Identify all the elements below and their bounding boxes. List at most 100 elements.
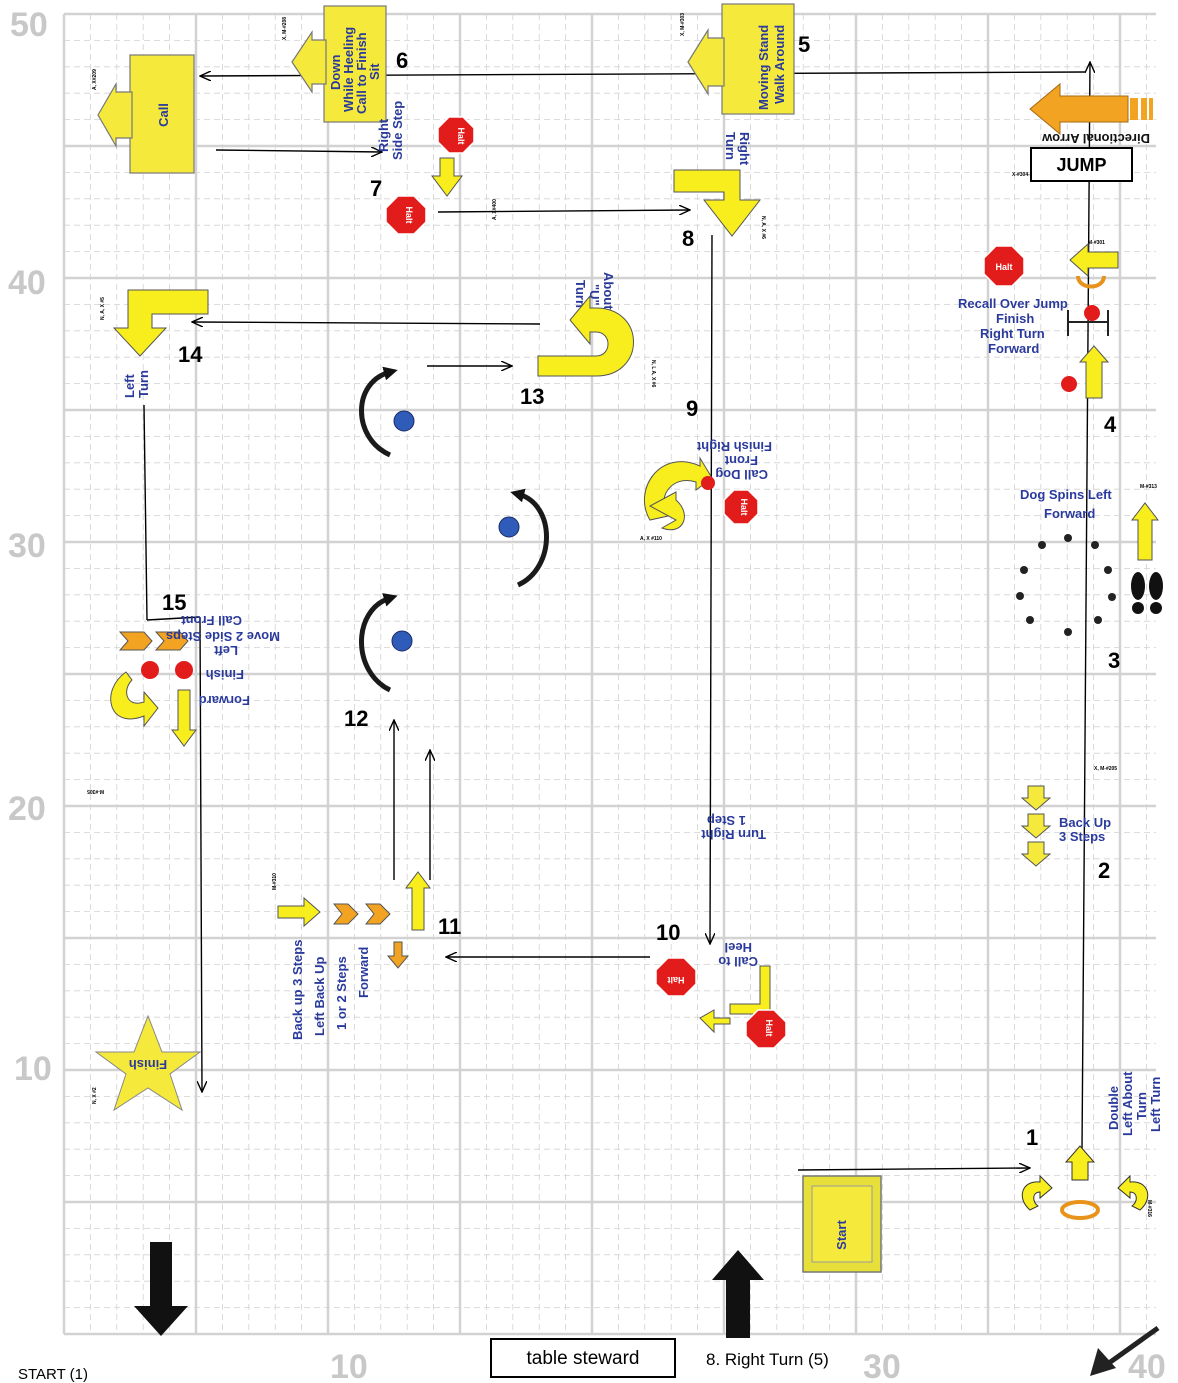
- station-14: 14 Left Turn N, A, X #5: [100, 289, 209, 398]
- about-turn-icon: [1060, 1200, 1100, 1220]
- station-label-line: Walk Around: [772, 25, 787, 104]
- svg-text:Halt: Halt: [739, 498, 749, 515]
- footprints-icon: [1131, 572, 1163, 614]
- station-label-line: Right: [737, 132, 752, 166]
- station-13: 13 About "U" Turn N, L A, X #6: [520, 272, 656, 409]
- station-15: 15 Forward Finish Left Move 2 Side Steps…: [87, 590, 280, 794]
- svg-text:N, A, X #6: N, A, X #6: [760, 216, 766, 239]
- directional-arrow-sign: Directional Arrow: [1029, 82, 1153, 146]
- right-turn-arrow-icon: [673, 169, 762, 237]
- start-sign: Start: [802, 1175, 882, 1273]
- cone-curve-icon: [359, 593, 398, 693]
- station-label-line: 1 Step: [707, 813, 746, 828]
- station-number: 9: [686, 396, 698, 421]
- station-label-line: Sit: [367, 63, 382, 80]
- station-number: 1: [1026, 1125, 1038, 1150]
- station-label-line: Left About: [1120, 1071, 1135, 1136]
- backup-arrows-icon: [1020, 785, 1052, 867]
- x-label-40: 40: [1128, 1348, 1166, 1380]
- station-12: 12: [344, 366, 549, 731]
- cone-curve-icon: [359, 366, 398, 458]
- backup-small-arrow-icon: [386, 941, 410, 969]
- step-chevron-icon: [332, 903, 359, 925]
- station-6: 6 Down While Heeling Call to Finish Sit …: [282, 5, 408, 123]
- forward-arrow-icon: [1078, 345, 1110, 399]
- forward-arrow-icon: [171, 689, 197, 747]
- svg-text:M-#305: M-#305: [87, 788, 104, 794]
- svg-text:M-#313: M-#313: [1140, 484, 1157, 490]
- svg-text:Halt: Halt: [764, 1019, 774, 1036]
- station-label-line: Call to: [718, 954, 758, 969]
- station-label-line: Back up 3 Steps: [290, 940, 305, 1040]
- station-label-line: Call Dog: [715, 467, 768, 482]
- finish-arrow-icon: [110, 671, 159, 728]
- reward-icon: [701, 476, 715, 490]
- jump-bar-icon: [1067, 310, 1109, 336]
- station-label-line: Finish: [206, 667, 244, 682]
- station-8: 8 Right Turn N, A, X #6: [673, 132, 766, 251]
- station-number: 3: [1108, 648, 1120, 673]
- station-label-line: Double: [1106, 1086, 1121, 1130]
- station-label-line: Turn: [136, 370, 151, 398]
- station-number: 14: [178, 342, 203, 367]
- halt-sign-icon: Halt: [723, 489, 759, 525]
- station-label-line: Forward: [356, 947, 371, 998]
- station-label-line: Left: [214, 643, 239, 658]
- svg-text:A, X #110: A, X #110: [640, 536, 662, 542]
- side-step-chevron-icon: [118, 631, 153, 651]
- station-label-line: Heel: [725, 940, 752, 955]
- y-label-10: 10: [14, 1050, 52, 1088]
- station-number: 5: [798, 32, 810, 57]
- station-label-line: Turn: [573, 280, 588, 308]
- reward-icon: [1061, 376, 1077, 392]
- station-label-line: Side Step: [390, 101, 405, 160]
- station-number: 13: [520, 384, 544, 409]
- course-grid: [62, 12, 1156, 1336]
- forward-arrow-icon: [405, 871, 431, 931]
- step-chevron-icon: [364, 903, 391, 925]
- svg-text:M-#316: M-#316: [1146, 1200, 1152, 1217]
- forward-arrow-icon: [1064, 1145, 1096, 1181]
- jump-sign: JUMP: [1030, 147, 1133, 182]
- cone-curve-icon: [510, 488, 549, 588]
- station-5: 5 Moving Stand Walk Around X, M-#303: [680, 3, 810, 115]
- y-label-20: 20: [8, 790, 46, 828]
- svg-text:Halt: Halt: [456, 127, 466, 144]
- u-turn-arrow-icon: [537, 294, 634, 377]
- station-label-line: Move 2 Side Steps: [166, 629, 280, 644]
- left-arrow-icon: [1069, 242, 1119, 278]
- x-label-30: 30: [863, 1348, 901, 1380]
- station-label-line: Forward: [988, 341, 1039, 356]
- station-number: 7: [370, 176, 382, 201]
- call-sign: Call A, X#209: [92, 54, 195, 174]
- svg-text:X, M-#208: X, M-#208: [282, 17, 288, 40]
- station-label-line: While Heeling: [341, 27, 356, 112]
- station-label-line: Turn Right: [701, 827, 766, 842]
- station-label-line: Call Front: [181, 613, 242, 628]
- directional-arrow-label: Directional Arrow: [1041, 131, 1150, 146]
- reward-icon: [1084, 305, 1100, 321]
- station-number: 2: [1098, 858, 1110, 883]
- svg-text:X, M-#205: X, M-#205: [1094, 766, 1117, 772]
- svg-text:A, X#209: A, X#209: [92, 69, 98, 90]
- station-9: 9 Call Dog Front Finish Right Halt A, X …: [640, 396, 772, 542]
- station-label-line: 1 or 2 Steps: [334, 956, 349, 1030]
- cone-icon: [391, 630, 413, 652]
- station-number: 10: [656, 920, 680, 945]
- svg-text:N, X #2: N, X #2: [92, 1087, 98, 1104]
- station-label-line: Back Up: [1059, 815, 1111, 830]
- station-label-line: Forward: [1044, 506, 1095, 521]
- left-turn-arrow-icon: [1021, 1174, 1053, 1211]
- station-label-line: Moving Stand: [756, 25, 771, 110]
- station-label-line: "U": [587, 284, 602, 306]
- halt-sign-icon: Halt: [745, 1009, 787, 1049]
- y-label-30: 30: [8, 527, 46, 565]
- halt-sign-icon: Halt: [983, 245, 1025, 287]
- station-label-line: 3 Steps: [1059, 829, 1105, 844]
- station-4: 4 Recall Over Jump Finish Right Turn For…: [958, 172, 1119, 437]
- svg-text:Halt: Halt: [667, 975, 684, 985]
- station-label-line: Left Turn: [1148, 1077, 1163, 1132]
- backup-arrow-icon: [277, 896, 321, 928]
- station-label-line: Finish: [996, 311, 1034, 326]
- station-label-line: Turn: [723, 132, 738, 160]
